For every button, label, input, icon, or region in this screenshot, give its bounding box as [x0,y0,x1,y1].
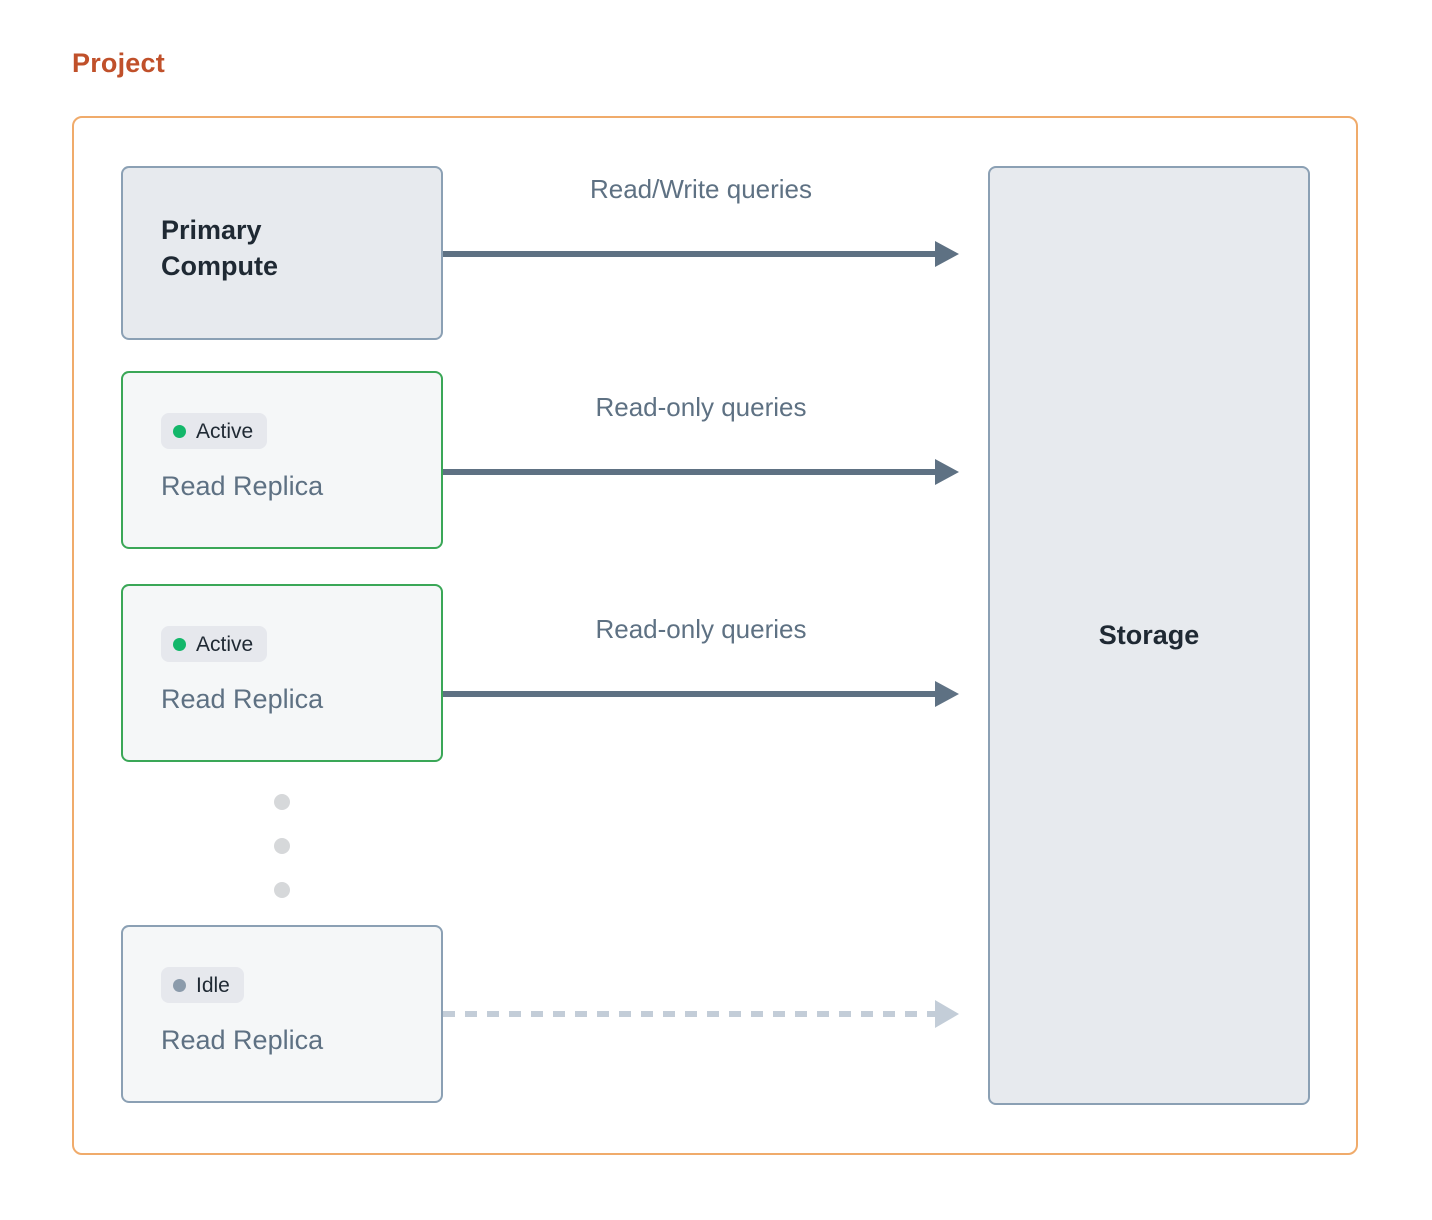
vertical-ellipsis-icon [274,794,290,898]
primary-compute-label-line2: Compute [161,251,278,282]
status-badge-label: Active [196,419,254,443]
connector-label-read-only-2: Read-only queries [595,614,807,644]
status-badge-active-2: Active [161,626,268,662]
ellipsis-dot-1 [274,794,290,810]
ellipsis-dot-2 [274,838,290,854]
node-primary-compute[interactable]: Primary Compute [121,166,443,340]
status-badge-active-1: Active [161,413,268,449]
ellipsis-dot-3 [274,882,290,898]
arrow-dashed-icon [443,1000,959,1028]
connector-replica3-to-storage [443,994,959,1034]
connector-primary-to-storage: Read/Write queries [443,176,959,274]
connector-label-read-write: Read/Write queries [589,174,813,204]
node-read-replica-1[interactable]: Active Read Replica [121,371,443,549]
arrow-solid-icon [443,681,959,707]
node-storage[interactable]: Storage [988,166,1310,1105]
arrow-solid-icon [443,241,959,267]
connector-replica1-to-storage: Read-only queries [443,394,959,492]
primary-compute-label: Primary Compute [161,212,361,285]
page-title: Project [72,48,165,78]
node-read-replica-2[interactable]: Active Read Replica [121,584,443,762]
status-dot-icon [173,978,186,992]
status-badge-label: Active [196,632,254,656]
read-replica-1-label: Read Replica [161,471,324,501]
connector-label-read-only-1: Read-only queries [595,392,807,422]
status-badge-idle: Idle [161,967,244,1003]
node-read-replica-3[interactable]: Idle Read Replica [121,925,443,1103]
status-badge-label: Idle [196,973,230,997]
storage-label: Storage [1098,620,1200,650]
read-replica-3-label: Read Replica [161,1025,324,1055]
status-dot-icon [173,637,186,651]
connector-replica2-to-storage: Read-only queries [443,616,959,714]
read-replica-2-label: Read Replica [161,684,324,714]
arrow-solid-icon [443,459,959,485]
status-dot-icon [173,424,186,438]
primary-compute-label-line1: Primary [161,215,262,245]
